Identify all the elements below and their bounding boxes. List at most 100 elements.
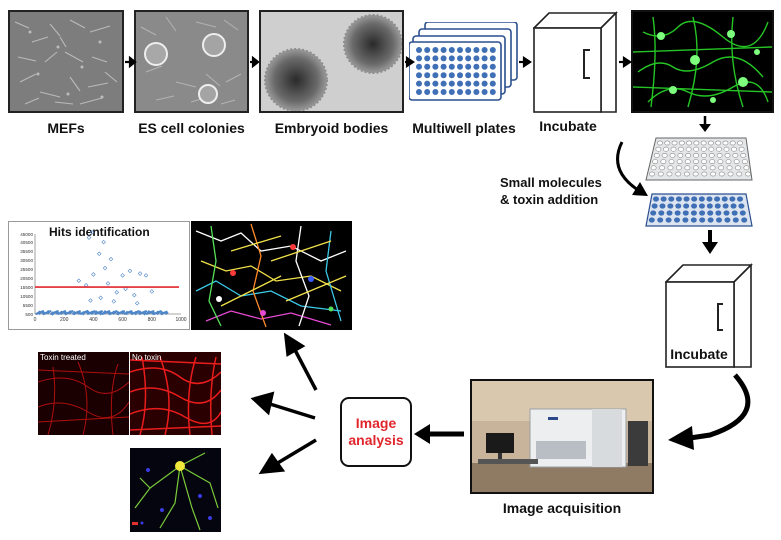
cell-well — [650, 210, 657, 216]
incubator-right-icon — [665, 262, 753, 370]
cell-well — [706, 196, 713, 202]
data-point — [102, 309, 108, 315]
y-tick-label: 5500 — [23, 303, 34, 308]
compound-well — [710, 171, 716, 177]
cell-well — [666, 210, 673, 216]
compound-well — [700, 146, 707, 152]
compound-well — [675, 171, 682, 177]
cell-well — [698, 196, 705, 202]
y-tick-label: 500 — [25, 312, 33, 317]
data-point — [115, 310, 118, 313]
well — [416, 63, 422, 70]
x-tick-label: 0 — [34, 317, 37, 323]
compound-well — [700, 140, 707, 146]
cell-well — [737, 196, 743, 202]
well — [481, 47, 488, 53]
well — [448, 89, 455, 95]
compound-well — [717, 159, 724, 164]
x-tick-label: 600 — [118, 317, 127, 323]
y-tick-label: 15500 — [20, 285, 33, 290]
compound-well — [652, 159, 659, 164]
well — [489, 89, 496, 95]
data-point — [98, 295, 103, 301]
well — [489, 55, 496, 62]
x-tick-label: 400 — [89, 317, 98, 323]
data-point — [88, 298, 93, 303]
data-point — [114, 290, 120, 295]
well — [481, 89, 488, 95]
cell-well — [653, 196, 659, 202]
label-incubate-right: Incubate — [670, 346, 728, 362]
data-point — [94, 310, 99, 315]
data-point — [89, 310, 95, 316]
cell-well — [683, 196, 690, 202]
compound-plate — [645, 137, 753, 181]
well — [473, 55, 480, 62]
data-point — [50, 311, 55, 316]
well — [424, 89, 431, 95]
compound-well — [664, 140, 671, 146]
toxin-treated-image: Toxin treated — [38, 352, 129, 435]
well — [416, 72, 422, 79]
y-tick-label: 35500 — [20, 249, 33, 254]
well — [489, 72, 496, 79]
label-small-molecules: Small molecules & toxin addition — [500, 174, 620, 208]
well — [432, 80, 439, 87]
drug-plate-icon — [642, 136, 754, 228]
arrow-to-analysis — [414, 424, 464, 444]
cell-well — [699, 217, 706, 223]
compound-well — [716, 152, 723, 158]
cell-well — [668, 196, 675, 202]
well — [465, 55, 472, 62]
compound-well — [650, 165, 657, 171]
data-point — [124, 310, 130, 316]
compound-well — [723, 146, 730, 152]
cell-well — [691, 203, 698, 209]
data-point — [86, 235, 92, 240]
cell-well — [665, 217, 672, 223]
data-point — [54, 310, 60, 315]
well — [465, 89, 472, 95]
well — [473, 63, 480, 70]
compound-well — [708, 140, 714, 146]
data-point — [146, 309, 152, 315]
data-point — [134, 300, 140, 306]
compound-well — [693, 152, 699, 158]
well — [424, 80, 431, 87]
cell-well — [723, 210, 730, 216]
compound-well — [718, 165, 724, 171]
well — [465, 63, 472, 70]
compound-well — [709, 165, 716, 171]
cell-well — [682, 210, 689, 216]
incubator-top-icon — [533, 10, 618, 115]
compound-well — [649, 171, 655, 177]
well — [440, 89, 447, 95]
compound-well — [684, 165, 691, 171]
compound-well — [668, 159, 675, 164]
image-acquisition-photo — [470, 379, 654, 494]
cell-well — [707, 217, 714, 223]
compound-well — [653, 152, 660, 158]
traced-neurons-image — [191, 221, 352, 330]
well — [416, 80, 422, 87]
compound-well — [709, 159, 716, 164]
compound-well — [659, 165, 665, 171]
data-point — [111, 299, 117, 304]
data-point — [120, 310, 125, 315]
compound-well — [657, 171, 664, 177]
cell-well — [659, 203, 666, 209]
data-point — [143, 273, 149, 278]
compound-well — [722, 140, 729, 146]
compound-well — [708, 152, 715, 158]
x-tick-label: 800 — [148, 317, 157, 323]
well — [457, 80, 463, 87]
cell-well — [674, 217, 680, 223]
cell-well — [741, 217, 748, 223]
compound-well — [729, 140, 736, 146]
well — [473, 89, 480, 95]
well — [465, 72, 472, 79]
well — [432, 72, 439, 79]
cell-well — [715, 210, 722, 216]
cell-well — [739, 210, 746, 216]
